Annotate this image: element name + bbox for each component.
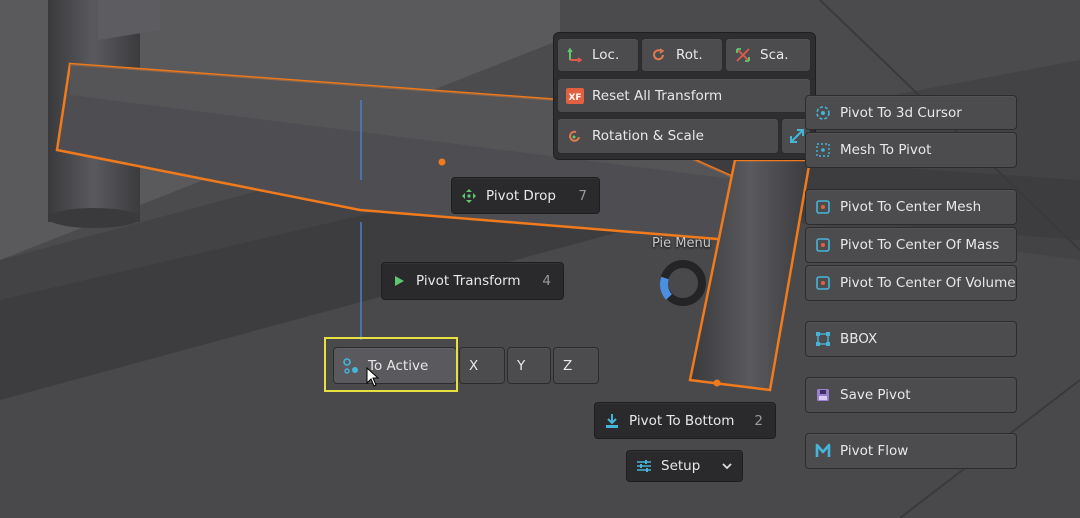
chevron-down-icon — [718, 457, 736, 475]
pivot-transform-button[interactable]: Pivot Transform 4 — [381, 262, 564, 300]
reset-all-transform-button[interactable]: XF Reset All Transform — [557, 78, 811, 113]
pivot-drop-key: 7 — [578, 187, 587, 204]
to-active-button[interactable]: To Active — [333, 347, 457, 384]
cursor-target-icon — [814, 104, 832, 122]
reset-all-label: Reset All Transform — [592, 87, 723, 104]
download-arrow-icon — [603, 412, 621, 430]
mouse-cursor-icon — [366, 367, 380, 387]
pivot-to-center-of-mass-button[interactable]: Pivot To Center Of Mass — [805, 227, 1017, 263]
bounding-box-icon — [814, 330, 832, 348]
pivot-to-center-of-mass-label: Pivot To Center Of Mass — [840, 237, 1000, 253]
mesh-pivot-icon — [814, 141, 832, 159]
to-active-label: To Active — [368, 357, 429, 374]
axis-x-button[interactable]: X — [459, 347, 505, 384]
rotate-icon — [650, 46, 668, 64]
axis-y-label: Y — [517, 357, 526, 374]
loc-label: Loc. — [592, 47, 620, 63]
pivot-transform-label: Pivot Transform — [416, 273, 521, 289]
active-nodes-icon — [342, 357, 360, 375]
pie-menu-title: Pie Menu — [652, 236, 711, 251]
pivot-drop-button[interactable]: Pivot Drop 7 — [451, 177, 600, 214]
setup-label: Setup — [661, 458, 701, 474]
pivot-to-3d-cursor-button[interactable]: Pivot To 3d Cursor — [805, 95, 1017, 130]
rot-label: Rot. — [676, 47, 703, 63]
bbox-button[interactable]: BBOX — [805, 321, 1017, 357]
bbox-label: BBOX — [840, 331, 878, 347]
pivot-to-center-of-volume-label: Pivot To Center Of Volume — [840, 275, 1016, 291]
location-axes-icon — [566, 46, 584, 64]
center-box-icon — [814, 198, 832, 216]
pivot-flow-label: Pivot Flow — [840, 443, 909, 459]
rotation-scale-button[interactable]: Rotation & Scale — [557, 118, 779, 154]
rotation-scale-icon — [566, 127, 584, 145]
pivot-to-center-mesh-button[interactable]: Pivot To Center Mesh — [805, 189, 1017, 225]
rotation-scale-label: Rotation & Scale — [592, 128, 704, 144]
pivot-transform-key: 4 — [542, 273, 551, 289]
save-disk-icon — [814, 386, 832, 404]
sca-button[interactable]: Sca. — [725, 38, 811, 72]
xf-reset-icon: XF — [566, 87, 584, 105]
axis-y-button[interactable]: Y — [507, 347, 551, 384]
save-pivot-label: Save Pivot — [840, 387, 911, 403]
pivot-to-bottom-key: 2 — [754, 412, 763, 429]
mesh-to-pivot-label: Mesh To Pivot — [840, 142, 932, 158]
setup-dropdown[interactable]: Setup — [626, 450, 743, 482]
sliders-icon — [635, 457, 653, 475]
save-pivot-button[interactable]: Save Pivot — [805, 377, 1017, 413]
pivot-to-bottom-button[interactable]: Pivot To Bottom 2 — [594, 402, 776, 439]
pivot-to-center-mesh-label: Pivot To Center Mesh — [840, 199, 982, 215]
pivot-to-bottom-label: Pivot To Bottom — [629, 412, 735, 429]
axis-z-button[interactable]: Z — [553, 347, 599, 384]
rot-button[interactable]: Rot. — [641, 38, 723, 72]
diagonal-arrow-icon — [788, 127, 806, 145]
scale-arrows-icon — [734, 46, 752, 64]
pivot-to-center-of-volume-button[interactable]: Pivot To Center Of Volume — [805, 265, 1017, 301]
m-logo-icon — [814, 442, 832, 460]
axis-z-label: Z — [563, 357, 573, 374]
svg-text:XF: XF — [568, 93, 581, 103]
center-volume-icon — [814, 274, 832, 292]
mesh-to-pivot-button[interactable]: Mesh To Pivot — [805, 132, 1017, 168]
axis-x-label: X — [469, 357, 479, 374]
pivot-drop-label: Pivot Drop — [486, 187, 556, 204]
pivot-flow-button[interactable]: Pivot Flow — [805, 433, 1017, 469]
sca-label: Sca. — [760, 47, 789, 63]
play-triangle-icon — [390, 272, 408, 290]
center-mass-icon — [814, 236, 832, 254]
pivot-to-3d-cursor-label: Pivot To 3d Cursor — [840, 104, 962, 121]
move-arrows-icon — [460, 187, 478, 205]
loc-button[interactable]: Loc. — [557, 38, 639, 72]
